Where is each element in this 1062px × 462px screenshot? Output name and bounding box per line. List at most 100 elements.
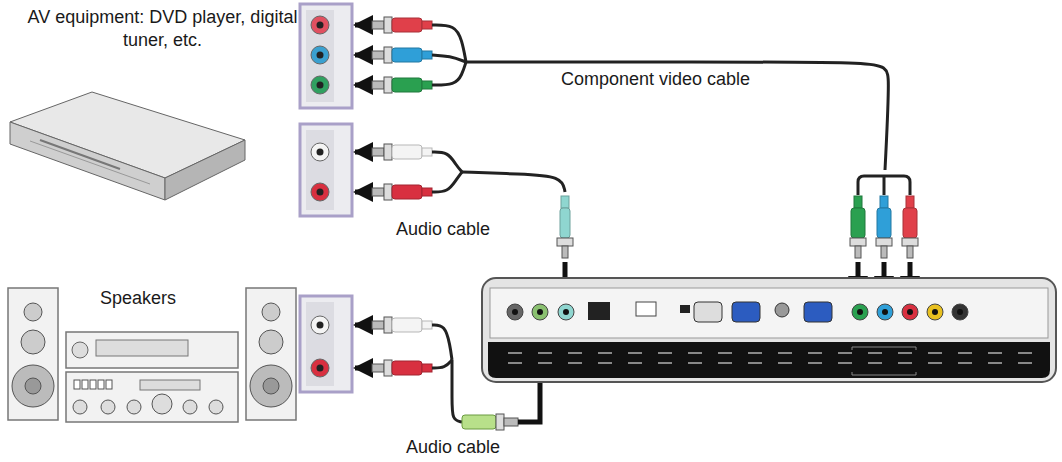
jack-ring — [311, 76, 329, 94]
dvd-side — [165, 140, 245, 200]
plug — [876, 196, 892, 258]
port-hole — [882, 309, 888, 315]
plug-body — [392, 185, 422, 199]
amp-knob — [101, 400, 115, 414]
plug-body — [903, 208, 917, 238]
plug-tip — [881, 246, 887, 258]
speaker — [246, 288, 296, 420]
tuner-display — [96, 340, 188, 356]
jack-hole — [317, 149, 324, 156]
panel-marking — [508, 362, 522, 364]
jack-hole — [317, 322, 324, 329]
port-hole — [857, 309, 863, 315]
amp-knob — [209, 400, 223, 414]
speaker-cabinet — [8, 288, 58, 420]
panel-inset — [306, 10, 334, 102]
tweeter — [262, 303, 280, 321]
panel-marking — [658, 362, 672, 364]
panel-marking — [718, 352, 732, 354]
plug-tip — [907, 246, 913, 258]
plug-collar — [384, 17, 392, 33]
cable — [432, 172, 462, 192]
panel-marking — [598, 362, 612, 364]
speaker — [8, 288, 58, 420]
plug-boot — [422, 21, 432, 29]
panel-marking — [508, 352, 522, 354]
cable — [432, 55, 466, 62]
plug-body — [392, 18, 422, 32]
tuner-knob — [72, 342, 88, 358]
caption-text: Speakers — [100, 287, 210, 310]
woofer-cap — [263, 378, 279, 394]
panel-marking — [748, 352, 762, 354]
tweeter — [24, 303, 42, 321]
plug-tip — [504, 418, 518, 426]
plug-body — [851, 208, 865, 238]
panel-marking — [568, 352, 582, 354]
amp-button — [82, 380, 88, 389]
cable — [432, 360, 452, 368]
port-jack — [927, 304, 943, 320]
panel-marking — [808, 352, 822, 354]
cable-label: Audio cable — [393, 218, 493, 241]
panel-marking — [718, 362, 732, 364]
panel-marking — [988, 362, 1002, 364]
midrange — [21, 330, 45, 354]
plug-boot — [422, 148, 432, 156]
port-strip — [490, 288, 1048, 338]
plug-body — [560, 208, 570, 238]
midrange — [259, 330, 283, 354]
disc-tray — [40, 140, 120, 169]
panel-marking — [928, 362, 942, 364]
port-jack — [877, 304, 893, 320]
plug-body — [392, 361, 422, 375]
port-jack — [507, 304, 523, 320]
panel-marking — [688, 352, 702, 354]
plug-body — [392, 145, 422, 159]
port-hole — [563, 309, 569, 315]
dsub-port — [804, 302, 832, 322]
amp-knob — [152, 394, 172, 414]
plug-boot — [880, 196, 888, 208]
plug-collar — [902, 238, 918, 246]
jack-ring — [311, 183, 329, 201]
rca-plug — [372, 317, 432, 333]
panel-marking — [628, 352, 642, 354]
amp-button — [98, 380, 104, 389]
jack-panel — [300, 296, 352, 392]
cable-label: Component video cable — [558, 68, 753, 91]
dsub-port — [732, 302, 760, 322]
port-jack — [852, 304, 868, 320]
panel-marking — [598, 352, 612, 354]
insert-arrow — [355, 366, 370, 371]
cable-label: Audio cable — [403, 436, 503, 459]
plug-collar — [876, 238, 892, 246]
cable-label-box: Component video cable — [558, 68, 753, 91]
jack-panel — [300, 124, 352, 216]
cable — [432, 62, 466, 85]
port-hole — [957, 309, 963, 315]
front-slot — [30, 141, 150, 184]
usb-port — [680, 305, 690, 313]
dvd-front — [10, 122, 165, 200]
port-jack — [558, 304, 574, 320]
amp-unit — [66, 372, 238, 422]
plug-tip — [855, 246, 861, 258]
plug-boot — [854, 196, 862, 208]
tuner-unit — [66, 332, 238, 368]
jack-ring — [311, 46, 329, 64]
jack-hole — [317, 189, 324, 196]
rca-plug — [372, 17, 432, 33]
woofer — [12, 365, 54, 407]
cable-label-box: Audio cable — [403, 436, 503, 459]
panel-marking — [898, 362, 912, 364]
jack-hole — [317, 52, 324, 59]
cable-split — [858, 176, 910, 195]
plug-collar — [384, 144, 392, 160]
panel-marking — [808, 362, 822, 364]
rca-plug — [372, 360, 432, 376]
label-strip — [488, 342, 1050, 378]
port-jack — [532, 304, 548, 320]
